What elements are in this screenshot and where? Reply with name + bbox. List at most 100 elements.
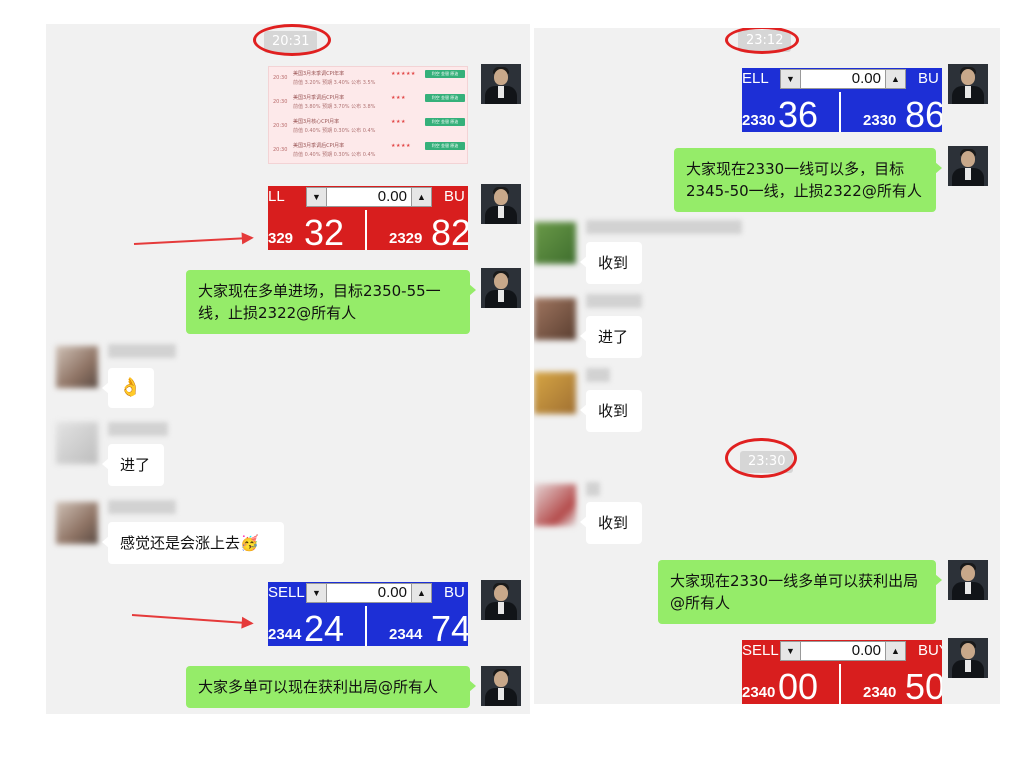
sell-price-button[interactable]: 2344 24 bbox=[268, 606, 367, 646]
message-bubble[interactable]: 收到 bbox=[580, 242, 642, 284]
buy-price-pips: 86 bbox=[905, 94, 942, 132]
buy-price-pips: 74 bbox=[431, 608, 468, 646]
buy-label: BU bbox=[444, 584, 465, 601]
arrow-annotation bbox=[133, 236, 252, 245]
message-bubble[interactable]: 收到 bbox=[580, 502, 642, 544]
sell-price-pips: 36 bbox=[778, 94, 819, 132]
sell-price-prefix: 329 bbox=[268, 230, 294, 247]
avatar-icon[interactable] bbox=[534, 222, 576, 264]
spinner-up-icon[interactable]: ▲ bbox=[411, 584, 431, 602]
buy-label: BUY bbox=[918, 642, 942, 659]
importance-stars: ★★★★ bbox=[391, 143, 411, 149]
message-bubble[interactable]: 大家多单可以现在获利出局@所有人 bbox=[186, 666, 476, 708]
sender-name bbox=[586, 220, 742, 234]
circle-annotation bbox=[725, 28, 799, 54]
quantity-value: 0.00 bbox=[851, 642, 881, 659]
buy-price-button[interactable]: 2344 74 bbox=[369, 606, 468, 646]
message-bubble[interactable]: 感觉还是会涨上去🥳 bbox=[102, 522, 284, 564]
sell-price-prefix: 2340 bbox=[742, 684, 776, 701]
calendar-detail: 前值 3.20% 预期 3.40% 公布 3.5% bbox=[293, 80, 376, 86]
avatar-icon[interactable] bbox=[948, 146, 988, 186]
buy-price-button[interactable]: 2330 86 bbox=[843, 92, 942, 132]
quantity-stepper[interactable]: ▼ 0.00 ▲ bbox=[306, 187, 432, 207]
sender-name bbox=[108, 422, 168, 436]
avatar-icon[interactable] bbox=[481, 580, 521, 620]
sender-name bbox=[108, 344, 176, 358]
quantity-value: 0.00 bbox=[377, 188, 407, 205]
spinner-up-icon[interactable]: ▲ bbox=[411, 188, 431, 206]
avatar-icon[interactable] bbox=[534, 372, 576, 414]
economic-calendar-card[interactable]: 20:30 美国3月未季调CPI年率 前值 3.20% 预期 3.40% 公布 … bbox=[268, 66, 468, 164]
right-chat-panel: 23:12 ELL ▼ 0.00 ▲ BU 2330 36 2330 86 大家… bbox=[534, 28, 1000, 704]
calendar-row: 20:30 美国3月季调后CPI月率 前值 0.40% 预期 0.30% 公布 … bbox=[269, 139, 469, 163]
sell-price-prefix: 2330 bbox=[742, 112, 776, 129]
message-bubble[interactable]: 大家现在2330一线多单可以获利出局@所有人 bbox=[658, 560, 942, 624]
avatar-icon[interactable] bbox=[481, 268, 521, 308]
message-bubble[interactable]: 大家现在多单进场，目标2350-55一线，止损2322@所有人 bbox=[186, 270, 476, 334]
buy-price-button[interactable]: 2329 82 bbox=[369, 210, 468, 250]
impact-tag: 利空 金银 原油 bbox=[425, 142, 465, 150]
sender-name bbox=[586, 482, 600, 496]
buy-price-pips: 50 bbox=[905, 666, 942, 704]
sell-label: ELL bbox=[742, 70, 769, 87]
calendar-time: 20:30 bbox=[273, 99, 288, 105]
avatar-icon[interactable] bbox=[56, 346, 98, 388]
circle-annotation bbox=[725, 438, 797, 478]
arrow-annotation bbox=[131, 614, 252, 625]
spinner-down-icon[interactable]: ▼ bbox=[781, 70, 801, 88]
message-bubble[interactable]: 👌 bbox=[102, 368, 154, 408]
calendar-detail: 前值 0.40% 预期 0.30% 公布 0.4% bbox=[293, 152, 376, 158]
buy-price-pips: 82 bbox=[431, 212, 468, 250]
avatar-icon[interactable] bbox=[948, 64, 988, 104]
avatar-icon[interactable] bbox=[481, 184, 521, 224]
trade-widget[interactable]: SELL ▼ 0.00 ▲ BUY 2340 00 2340 50 bbox=[742, 640, 942, 704]
sell-price-pips: 24 bbox=[304, 608, 345, 646]
calendar-time: 20:30 bbox=[273, 147, 288, 153]
avatar-icon[interactable] bbox=[481, 666, 521, 706]
calendar-row: 20:30 美国3月季调后CPI月率 前值 3.80% 预期 3.70% 公布 … bbox=[269, 91, 469, 115]
spinner-up-icon[interactable]: ▲ bbox=[885, 70, 905, 88]
buy-price-prefix: 2330 bbox=[863, 112, 897, 129]
buy-price-button[interactable]: 2340 50 bbox=[843, 664, 942, 704]
trade-widget[interactable]: LL ▼ 0.00 ▲ BU 329 32 2329 82 bbox=[268, 186, 468, 250]
message-bubble[interactable]: 进了 bbox=[102, 444, 164, 486]
sell-price-button[interactable]: 329 32 bbox=[268, 210, 367, 250]
sell-price-button[interactable]: 2330 36 bbox=[742, 92, 841, 132]
message-bubble[interactable]: 收到 bbox=[580, 390, 642, 432]
avatar-icon[interactable] bbox=[56, 422, 98, 464]
quantity-value: 0.00 bbox=[377, 584, 407, 601]
spinner-up-icon[interactable]: ▲ bbox=[885, 642, 905, 660]
message-bubble[interactable]: 进了 bbox=[580, 316, 642, 358]
impact-tag: 利空 金银 原油 bbox=[425, 118, 465, 126]
calendar-detail: 前值 0.40% 预期 0.30% 公布 0.4% bbox=[293, 128, 376, 134]
avatar-icon[interactable] bbox=[948, 560, 988, 600]
sender-name bbox=[586, 368, 610, 382]
buy-label: BU bbox=[918, 70, 939, 87]
buy-price-prefix: 2329 bbox=[389, 230, 423, 247]
calendar-title: 美国3月季调后CPI月率 bbox=[293, 95, 345, 101]
spinner-down-icon[interactable]: ▼ bbox=[781, 642, 801, 660]
quantity-stepper[interactable]: ▼ 0.00 ▲ bbox=[780, 641, 906, 661]
avatar-icon[interactable] bbox=[534, 298, 576, 340]
sell-price-prefix: 2344 bbox=[268, 626, 302, 643]
quantity-stepper[interactable]: ▼ 0.00 ▲ bbox=[780, 69, 906, 89]
circle-annotation bbox=[253, 24, 331, 56]
spinner-down-icon[interactable]: ▼ bbox=[307, 584, 327, 602]
trade-widget[interactable]: ELL ▼ 0.00 ▲ BU 2330 36 2330 86 bbox=[742, 68, 942, 132]
avatar-icon[interactable] bbox=[481, 64, 521, 104]
sell-label: LL bbox=[268, 188, 285, 205]
calendar-title: 美国3月未季调CPI年率 bbox=[293, 71, 345, 77]
sell-price-button[interactable]: 2340 00 bbox=[742, 664, 841, 704]
spinner-down-icon[interactable]: ▼ bbox=[307, 188, 327, 206]
avatar-icon[interactable] bbox=[948, 638, 988, 678]
buy-price-prefix: 2344 bbox=[389, 626, 423, 643]
quantity-stepper[interactable]: ▼ 0.00 ▲ bbox=[306, 583, 432, 603]
avatar-icon[interactable] bbox=[534, 484, 576, 526]
message-bubble[interactable]: 大家现在2330一线可以多，目标2345-50一线，止损2322@所有人 bbox=[674, 148, 942, 212]
impact-tag: 利空 金银 原油 bbox=[425, 94, 465, 102]
trade-widget[interactable]: SELL ▼ 0.00 ▲ BU 2344 24 2344 74 bbox=[268, 582, 468, 646]
calendar-row: 20:30 美国3月未季调CPI年率 前值 3.20% 预期 3.40% 公布 … bbox=[269, 67, 469, 91]
calendar-row: 20:30 美国3月核心CPI月率 前值 0.40% 预期 0.30% 公布 0… bbox=[269, 115, 469, 139]
avatar-icon[interactable] bbox=[56, 502, 98, 544]
sell-price-pips: 32 bbox=[304, 212, 345, 250]
